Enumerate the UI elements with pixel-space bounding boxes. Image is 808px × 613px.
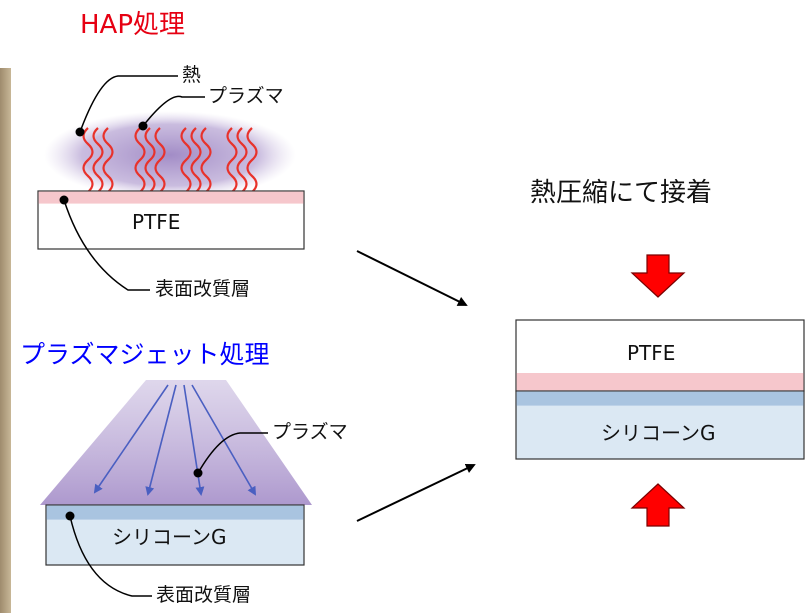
press-arrow-down xyxy=(630,254,686,298)
jet-title: プラズマジェット処理 xyxy=(20,340,270,369)
jet-label-layer: 表面改質層 xyxy=(156,584,252,606)
result-caption: 熱圧縮にて接着 xyxy=(530,178,713,208)
result-bottom-label: シリコーンG xyxy=(601,421,716,445)
hap-box-label: PTFE xyxy=(132,210,181,234)
hap-title: HAP処理 xyxy=(80,10,186,40)
hap-modified-layer xyxy=(38,191,304,204)
hap-label-plasma: プラズマ xyxy=(208,85,284,107)
hap-label-layer: 表面改質層 xyxy=(155,278,251,300)
jet-modified-layer xyxy=(46,505,304,520)
result-top-label: PTFE xyxy=(627,341,676,365)
photo-strip xyxy=(0,68,11,613)
result-pink-interface xyxy=(516,373,804,391)
arrow-hap-to-result xyxy=(356,250,468,306)
hap-plasma-cloud xyxy=(44,111,296,199)
jet-label-plasma: プラズマ xyxy=(272,421,348,443)
press-arrow-up xyxy=(630,483,686,527)
result-blue-interface xyxy=(516,391,804,406)
jet-leader-lines xyxy=(69,432,268,597)
hap-leader-lines xyxy=(63,75,205,291)
heat-waves xyxy=(82,127,258,193)
hap-label-heat: 熱 xyxy=(182,64,202,86)
arrow-jet-to-result xyxy=(356,463,476,522)
jet-box-label: シリコーンG xyxy=(112,525,227,549)
